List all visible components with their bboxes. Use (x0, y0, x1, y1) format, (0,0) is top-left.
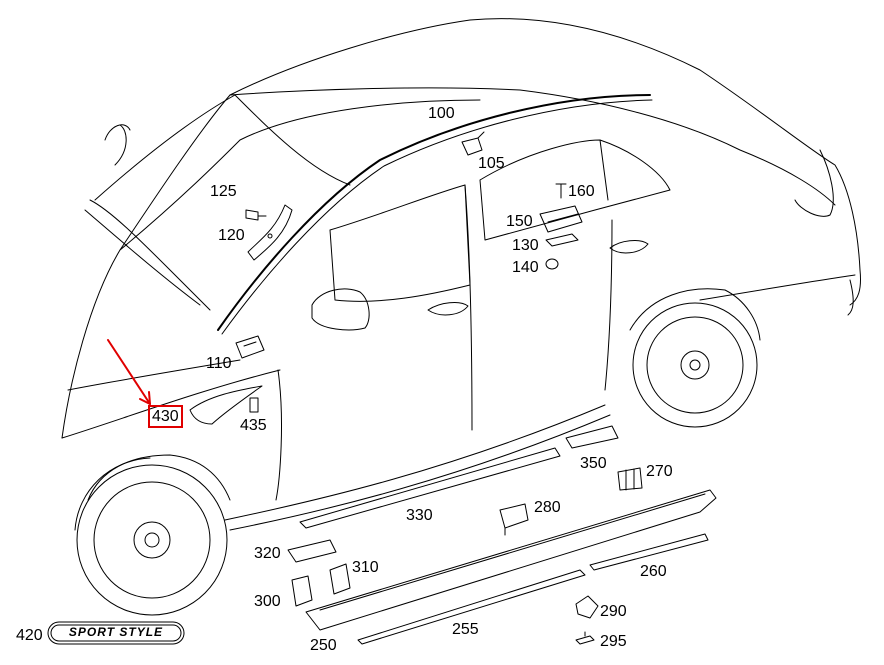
part-105 (461, 131, 485, 156)
callout-430-highlighted: 430 (148, 405, 183, 428)
car-body-outline (61, 18, 861, 531)
callout-310: 310 (352, 559, 379, 576)
callout-250: 250 (310, 637, 337, 654)
sport-style-badge-text: SPORT STYLE (68, 625, 164, 639)
part-270 (617, 467, 643, 491)
callout-150: 150 (506, 213, 533, 230)
callout-160: 160 (568, 183, 595, 200)
callout-130: 130 (512, 237, 539, 254)
part-160 (555, 183, 567, 199)
part-300 (291, 575, 313, 607)
callout-280: 280 (534, 499, 561, 516)
rear-wheel (629, 288, 761, 428)
callout-125: 125 (210, 183, 237, 200)
part-140 (545, 258, 559, 270)
part-310 (329, 563, 351, 595)
part-150 (539, 205, 583, 233)
part-280 (499, 503, 529, 536)
callout-330: 330 (406, 507, 433, 524)
callout-320: 320 (254, 545, 281, 562)
strip-260 (589, 533, 709, 571)
callout-120: 120 (218, 227, 245, 244)
roof-moulding-100 (217, 94, 653, 335)
callout-295: 295 (600, 633, 627, 650)
front-wheel (74, 454, 231, 616)
sill-trim-330 (299, 447, 561, 529)
sill-panel-250 (305, 489, 717, 631)
part-120 (247, 204, 293, 261)
callout-110: 110 (206, 355, 232, 372)
callout-100: 100 (428, 105, 455, 122)
part-435 (249, 397, 259, 413)
part-130 (545, 233, 579, 247)
callout-290: 290 (600, 603, 627, 620)
part-350 (565, 425, 619, 449)
part-320 (287, 539, 337, 563)
part-125 (245, 209, 267, 221)
callout-140: 140 (512, 259, 539, 276)
part-290 (575, 595, 599, 619)
callout-105: 105 (478, 155, 505, 172)
pointer-arrow (107, 339, 151, 405)
callout-350: 350 (580, 455, 607, 472)
callout-420: 420 (16, 627, 43, 644)
part-110 (235, 335, 265, 359)
sport-style-badge-outline (47, 621, 185, 645)
part-430 (189, 385, 263, 425)
callout-260: 260 (640, 563, 667, 580)
callout-300: 300 (254, 593, 281, 610)
callout-435: 435 (240, 417, 267, 434)
part-295 (575, 631, 595, 645)
callout-270: 270 (646, 463, 673, 480)
strip-255 (357, 569, 586, 645)
callout-255: 255 (452, 621, 479, 638)
